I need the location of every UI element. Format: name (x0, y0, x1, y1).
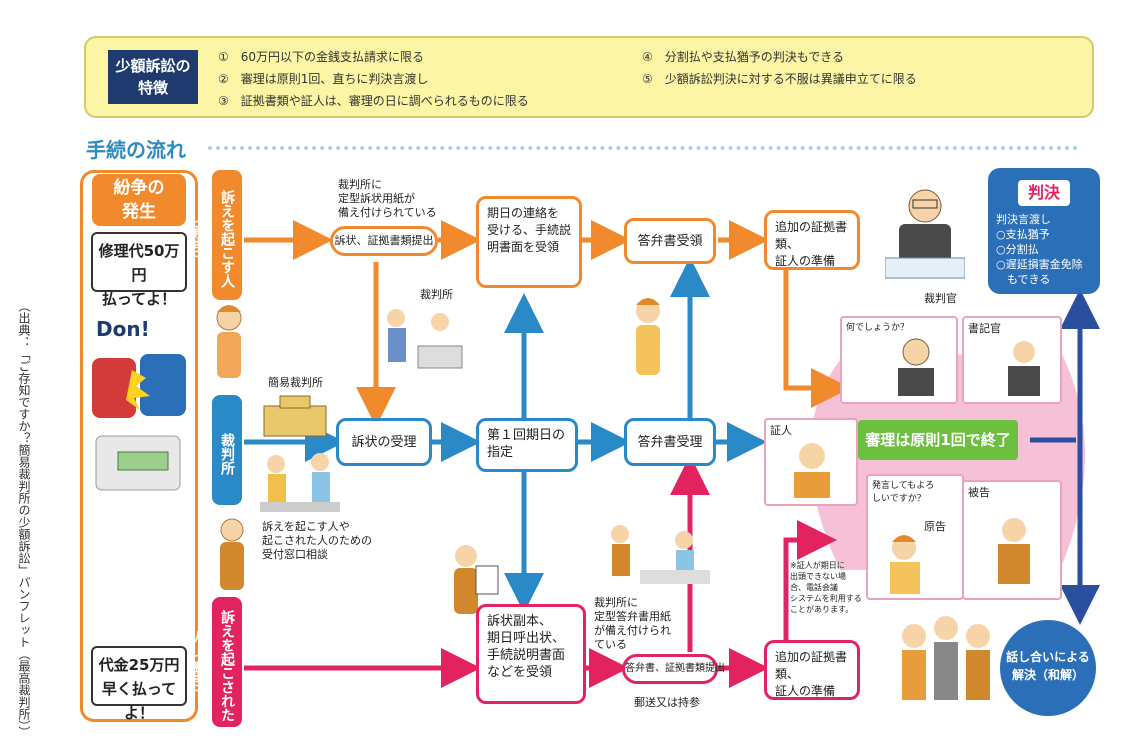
feature-item-4: ④ 分割払や支払猶予の判決もできる (642, 50, 845, 64)
verdict-title: 判決 (1018, 180, 1070, 206)
step-accept-complaint: 訴状の受理 (336, 418, 432, 466)
feature-item-3: ③ 証拠書類や証人は、審理の日に調べられるものに限る (218, 94, 529, 108)
step-answer-accept: 答弁書受理 (624, 418, 716, 466)
defendant-man-illustration (220, 518, 244, 590)
plaintiff-woman-illustration (216, 305, 242, 378)
step-first-date: 第１回期日の 指定 (476, 418, 578, 472)
note-mail-or-bring: 郵送又は持参 (634, 696, 700, 709)
party-court: 裁判所 (212, 395, 242, 505)
label-defendant: 被告 (968, 486, 990, 499)
label-plaintiff: 原告 (924, 520, 946, 533)
answer-submit-illustration (611, 525, 710, 584)
court-building-icon (263, 395, 327, 437)
judge-illustration (885, 189, 965, 279)
note-court-person: 裁判所 (420, 288, 453, 301)
settlement-illustration (902, 616, 990, 700)
counter-consult-illustration (260, 453, 340, 512)
bubble-judge: 何でしょうか？ (846, 323, 910, 333)
feature-item-5: ⑤ 少額訴訟判決に対する不服は異議申立てに限る (642, 72, 917, 86)
features-panel: 少額訴訟の 特徴 ① 60万円以下の金銭支払請求に限る ② 審理は原則1回、直ち… (84, 36, 1094, 118)
note-answer-forms: 裁判所に 定型答弁書用紙 が備え付けられ ている (594, 596, 671, 651)
label-judge: 裁判官 (924, 292, 957, 305)
features-label: 少額訴訟の 特徴 (108, 50, 198, 104)
verdict-body: 判決言渡し ○支払猶予 ○分割払 ○遅延損害金免除 もできる (996, 213, 1083, 286)
hearing-banner: 審理は原則1回で終了 (858, 420, 1018, 460)
step-answer-submit: 答弁書、証拠書類提出 (622, 654, 725, 684)
step-extra-evidence-defendant: 追加の証拠書類、 証人の準備 (764, 640, 860, 700)
note-witness-phone: ※証人が期日に 出頭できない場 合、電話会議 システムを利用する ことがあります… (790, 561, 862, 614)
note-consult-desk: 訴えを起こす人や 起こされた人のための 受付窓口相談 (262, 520, 372, 561)
car-crash-illustration: Don! (92, 317, 186, 491)
step-file-complaint: 訴状、証拠書類提出 (330, 226, 438, 256)
panel-clerk: 書記官 (962, 316, 1062, 404)
step-receive-notice: 期日の連絡を 受ける、手続説 明書面を受領 (476, 196, 582, 288)
step-answer-receive: 答弁書受領 (624, 218, 716, 264)
receiving-woman-illustration (636, 298, 660, 375)
panel-judge: 何でしょうか？ (840, 316, 958, 404)
source-note: （出典：「ご存知ですか？簡易裁判所の少額訴訟」パンフレット（最高裁判所）） (17, 300, 31, 738)
step-receive-copy: 訴状副本、 期日呼出状、 手続説明書面 などを受領 (476, 604, 586, 704)
note-court-forms: 裁判所に 定型訴状用紙が 備え付けられている (338, 178, 437, 219)
flow-title: 手続の流れ (86, 138, 186, 162)
label-witness: 証人 (770, 424, 792, 437)
arrow-extra-hearing-def (783, 520, 837, 640)
settlement-circle: 話し合いによる 解決（和解） (1000, 620, 1096, 716)
step-extra-evidence-plaintiff: 追加の証拠書類、 証人の準備 (764, 210, 860, 270)
panel-plaintiff: 発言してもよろしいですか？ 原告 (866, 474, 964, 600)
court-clerk-illustration (387, 309, 463, 369)
feature-item-2: ② 審理は原則1回、直ちに判決言渡し (218, 72, 429, 86)
bubble-plaintiff: 発言してもよろしいですか？ (872, 481, 935, 504)
label-clerk: 書記官 (968, 322, 1001, 335)
arrow-extra-hearing (783, 270, 851, 408)
party-plaintiff: 訴えを起こす人（原告） (189, 170, 242, 300)
dispute-title: 紛争の 発生 (92, 174, 186, 226)
panel-witness: 証人 (764, 418, 858, 506)
panel-defendant: 被告 (962, 480, 1062, 600)
note-summary-court: 簡易裁判所 (268, 376, 323, 389)
speech-payment-due: 代金25万円 早く払ってよ！ (91, 646, 187, 722)
dont-text: Don! (96, 317, 150, 341)
speech-repair-cost: 修理代50万円 払ってよ！ (91, 232, 187, 308)
verdict-panel: 判決 判決言渡し ○支払猶予 ○分割払 ○遅延損害金免除 もできる (988, 168, 1100, 294)
title-dotted-rule (208, 146, 1078, 150)
party-defendant: 訴えを起こされた人（被告） (189, 597, 242, 727)
feature-item-1: ① 60万円以下の金銭支払請求に限る (218, 50, 425, 64)
copy-reading-illustration (454, 545, 499, 614)
